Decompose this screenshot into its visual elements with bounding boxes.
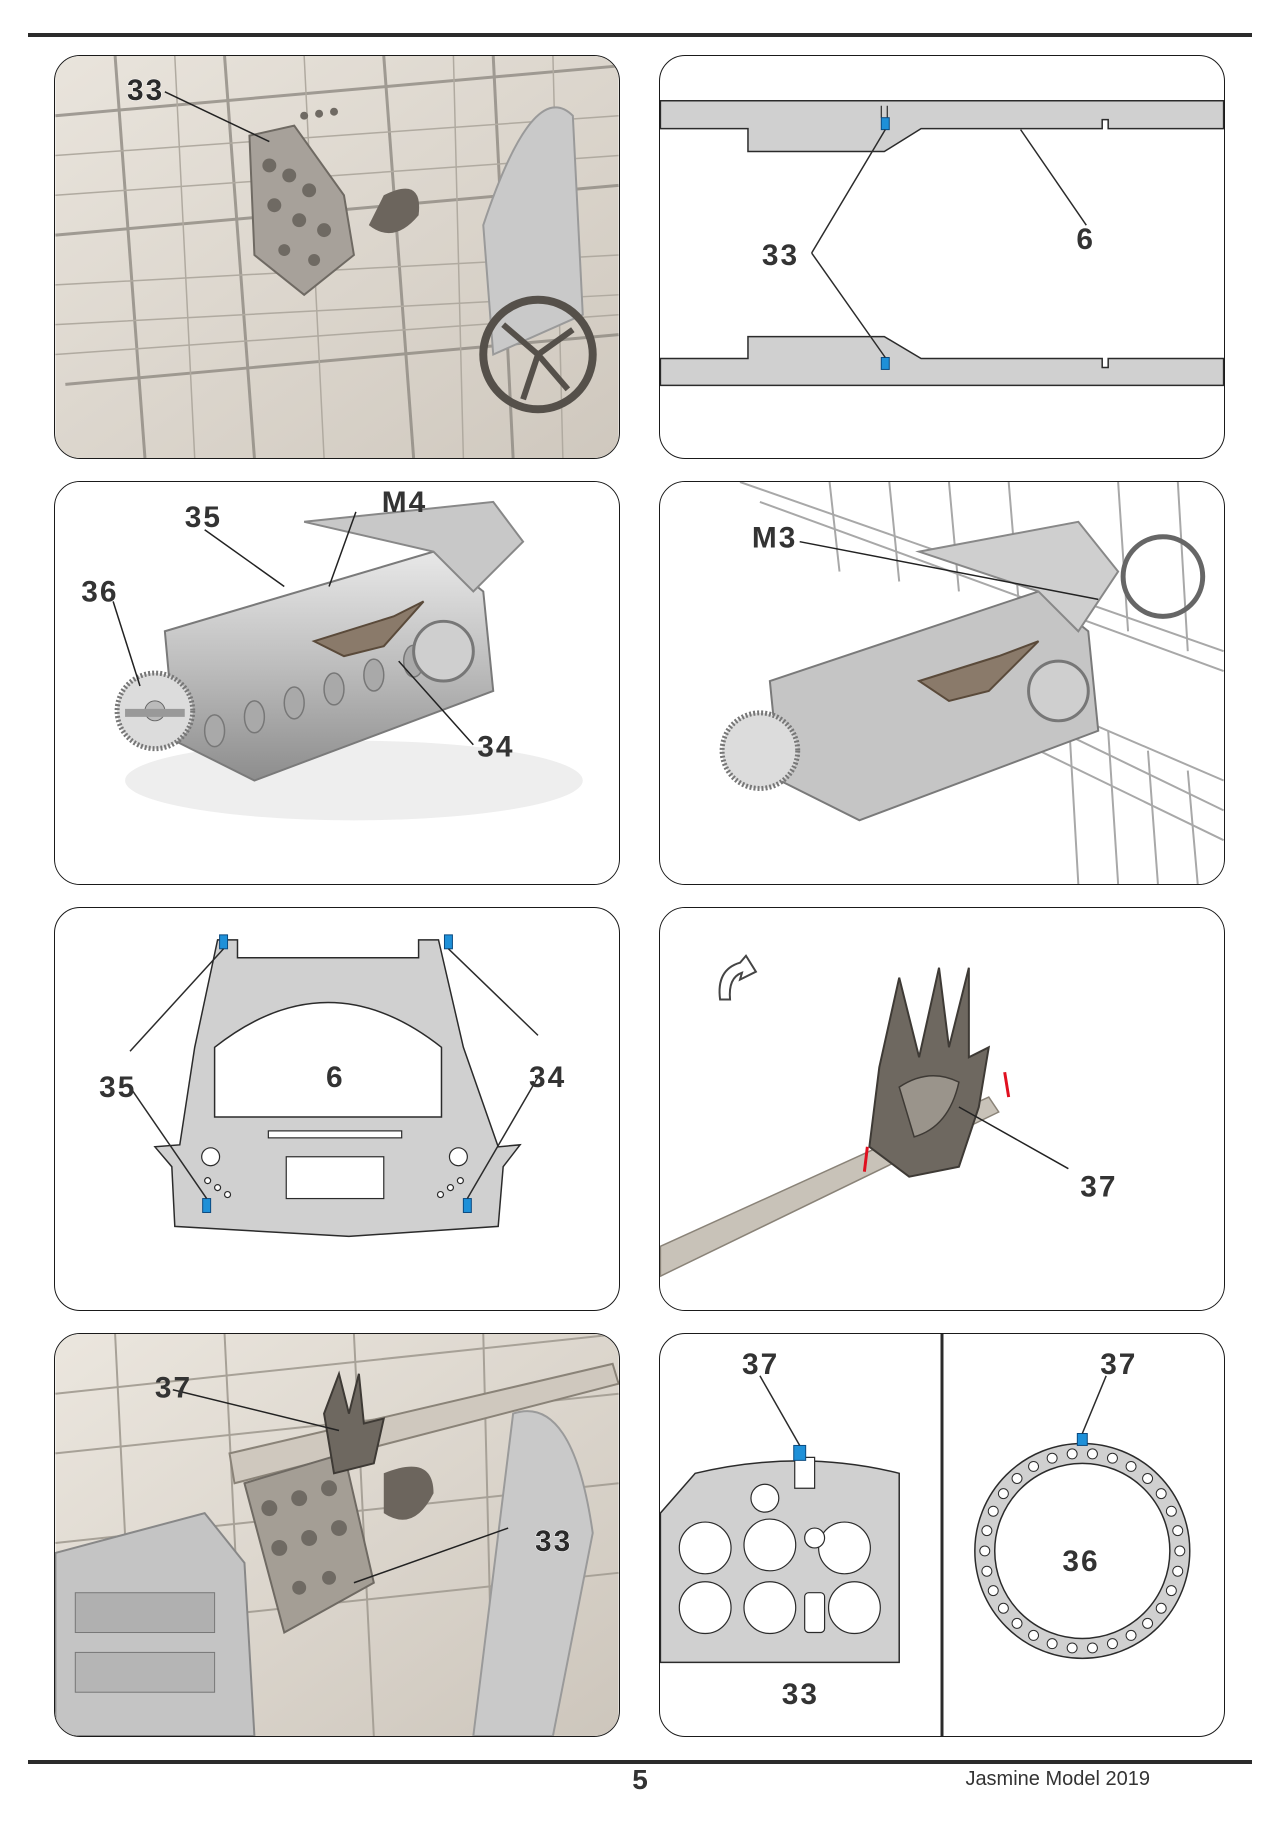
ring-hole xyxy=(1106,1452,1118,1464)
panel-photo-cockpit-installed: 37 33 xyxy=(54,1333,620,1737)
ring-hole xyxy=(1066,1642,1078,1654)
ring-hole xyxy=(987,1585,999,1597)
photo-engine: 35 M4 36 34 xyxy=(55,482,619,884)
ring-hole xyxy=(1106,1638,1118,1650)
callout-34: 34 xyxy=(529,1061,566,1094)
panel-diagram-part6-strips: 33 6 xyxy=(659,55,1225,459)
callout-33: 33 xyxy=(535,1525,572,1558)
diagram-bulkhead-6: 6 35 34 xyxy=(99,934,566,1238)
ring-hole xyxy=(987,1505,999,1517)
ring-hole xyxy=(1165,1505,1177,1517)
ring-hole xyxy=(1011,1617,1023,1629)
callout-6: 6 xyxy=(326,1061,345,1094)
panel-diagram-parts-33-36: 37 33 37 36 xyxy=(659,1333,1225,1737)
ring-hole xyxy=(1086,1448,1098,1460)
rotate-arrow-icon xyxy=(718,954,758,1001)
callout-6: 6 xyxy=(1076,223,1095,256)
ring-hole xyxy=(1142,1473,1154,1484)
callout-M4: M4 xyxy=(382,486,427,519)
callout-33: 33 xyxy=(127,74,164,107)
top-rule xyxy=(28,33,1252,37)
callout-35: 35 xyxy=(185,501,222,534)
ring-hole xyxy=(979,1545,991,1557)
ring-hole xyxy=(1086,1642,1098,1654)
callout-37: 37 xyxy=(742,1348,779,1381)
ring-hole xyxy=(1155,1602,1167,1614)
ring-hole xyxy=(1066,1448,1078,1460)
ring-hole xyxy=(1155,1488,1167,1500)
ring-hole xyxy=(997,1488,1009,1500)
callout-37: 37 xyxy=(155,1372,192,1405)
ring-hole xyxy=(1125,1460,1137,1472)
ring-hole xyxy=(1028,1629,1040,1641)
ring-hole xyxy=(1125,1629,1137,1641)
ring-hole xyxy=(1011,1473,1023,1484)
callout-33: 33 xyxy=(782,1678,819,1711)
panel-photo-cockpit: 33 xyxy=(54,55,620,459)
ring-hole xyxy=(1142,1617,1154,1629)
photo-part37: 37 xyxy=(660,908,1224,1310)
ring-hole xyxy=(981,1525,993,1537)
panel-photo-engine-mounted: M3 xyxy=(659,481,1225,885)
diagram-part6-strips: 33 6 xyxy=(660,100,1224,387)
page-number: 5 xyxy=(632,1764,648,1795)
ring-hole xyxy=(1172,1565,1184,1577)
callout-37: 37 xyxy=(1080,1171,1117,1204)
ring-hole xyxy=(1028,1460,1040,1472)
panel-diagram-bulkhead-6: 6 35 34 xyxy=(54,907,620,1311)
ring-hole xyxy=(1174,1545,1186,1557)
callout-M3: M3 xyxy=(752,522,797,555)
diagram-parts-33-36: 37 33 37 36 xyxy=(660,1334,1191,1736)
panel-photo-engine: 35 M4 36 34 xyxy=(54,481,620,885)
photo-engine-mounted: M3 xyxy=(660,482,1224,884)
callout-33: 33 xyxy=(762,239,799,272)
ring-hole xyxy=(1046,1638,1058,1650)
ring-hole xyxy=(981,1565,993,1577)
callout-34: 34 xyxy=(477,731,514,764)
ring-hole xyxy=(1165,1585,1177,1597)
ring-hole xyxy=(997,1602,1009,1614)
photo-cockpit-frame: 33 xyxy=(55,56,619,458)
brand-credit: Jasmine Model 2019 xyxy=(965,1768,1150,1790)
callout-35: 35 xyxy=(99,1071,136,1104)
callout-37: 37 xyxy=(1100,1348,1137,1381)
ring-hole xyxy=(1046,1452,1058,1464)
photo-cockpit-installed: 37 33 xyxy=(55,1334,619,1736)
bottom-rule xyxy=(28,1760,1252,1764)
panel-photo-part37: 37 xyxy=(659,907,1225,1311)
ring-hole xyxy=(1172,1525,1184,1537)
callout-36: 36 xyxy=(81,575,118,608)
callout-36: 36 xyxy=(1062,1545,1099,1578)
